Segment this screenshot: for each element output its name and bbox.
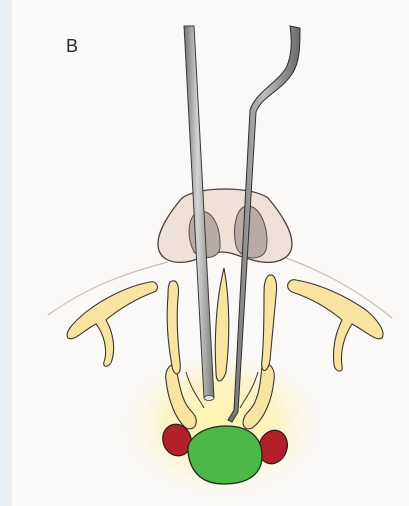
endoscope-tip [204, 396, 214, 401]
right-middle-turbinate [262, 275, 277, 371]
nasal-septum [215, 268, 229, 381]
nose [158, 189, 292, 262]
right-lateral-wall [288, 280, 383, 371]
left-middle-turbinate [167, 281, 180, 374]
pituitary-lesion [188, 426, 262, 484]
